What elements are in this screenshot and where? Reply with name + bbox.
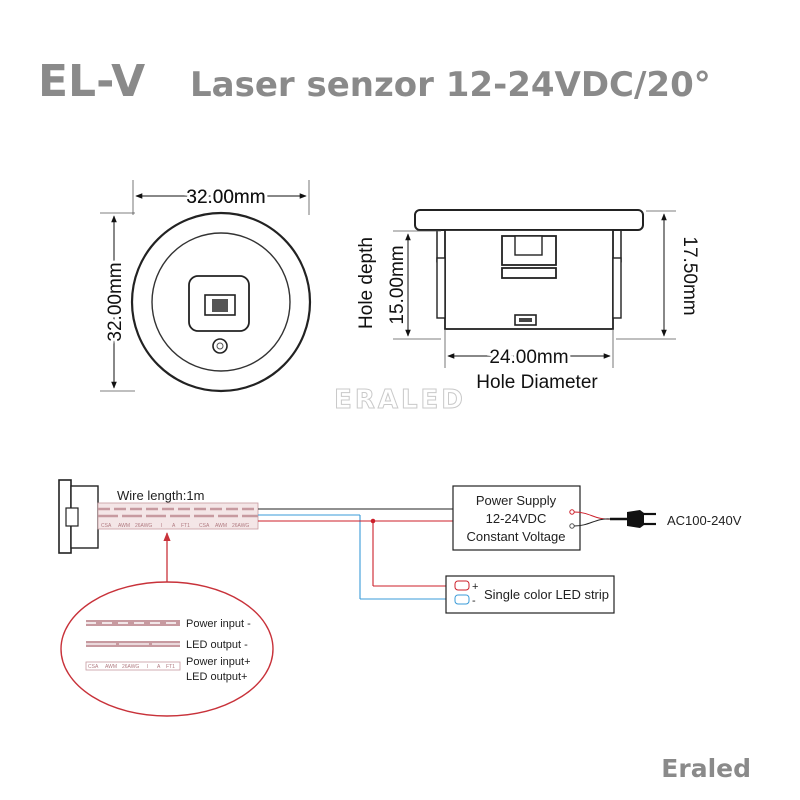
legend-cable-print: AWM bbox=[105, 664, 117, 670]
front-height-label: 32.00mm bbox=[105, 262, 126, 341]
power-supply-line-3: Constant Voltage bbox=[466, 529, 565, 544]
hole-depth-label: Hole depth bbox=[356, 237, 377, 329]
total-height-label: 17.50mm bbox=[679, 236, 700, 315]
legend-cable-print: CSA bbox=[88, 664, 99, 670]
hole-diameter-value-bg: 24.00mm bbox=[489, 347, 568, 368]
legend-power-plus: Power input+ bbox=[186, 656, 251, 668]
cable-print-text: AWM bbox=[215, 523, 227, 529]
model-title: EL-V bbox=[38, 56, 145, 107]
front-view bbox=[100, 180, 312, 393]
cable-print-text: 26AWG bbox=[135, 523, 152, 529]
legend-led-minus: LED output - bbox=[186, 639, 248, 651]
cable-print-text: I bbox=[161, 523, 162, 529]
power-supply-line-1: Power Supply bbox=[476, 493, 557, 508]
mains-voltage-label: AC100-240V bbox=[667, 513, 742, 528]
front-width-label: 32.00mm bbox=[186, 187, 265, 208]
side-view bbox=[393, 209, 676, 368]
legend-led-plus: LED output+ bbox=[186, 671, 247, 683]
legend-cable-print: FT1 bbox=[166, 664, 175, 670]
hole-diameter-label: Hole Diameter bbox=[476, 372, 598, 393]
legend-cable-print: A bbox=[157, 664, 161, 670]
product-description: Laser senzor 12-24VDC/20° bbox=[190, 65, 711, 105]
legend-cable-print: 26AWG bbox=[122, 664, 139, 670]
wiring-diagram bbox=[58, 479, 656, 614]
hole-diameter-value: 24.00mm bbox=[489, 347, 568, 368]
led-strip-label: Single color LED strip bbox=[484, 587, 609, 602]
power-supply-line-2: 12-24VDC bbox=[486, 511, 547, 526]
led-strip-plus: + bbox=[472, 581, 478, 593]
cable-print-text: 26AWG bbox=[232, 523, 249, 529]
cable-print-text: CSA bbox=[199, 523, 210, 529]
front-width-label-fg: 32.00mm bbox=[186, 187, 265, 208]
hole-depth-value-bg: 15.00mm bbox=[387, 245, 408, 324]
cable-print-text: AWM bbox=[118, 523, 130, 529]
brand-footer: Eraled bbox=[661, 754, 751, 783]
led-strip-minus: - bbox=[472, 595, 476, 607]
legend-cable-print: I bbox=[147, 664, 148, 670]
hole-depth-value: 15.00mm bbox=[387, 245, 408, 324]
front-height-label-bg: 32.00mm bbox=[105, 262, 126, 341]
cable-legend-callout bbox=[60, 532, 274, 717]
legend-power-minus: Power input - bbox=[186, 618, 251, 630]
wire-length-label: Wire length:1m bbox=[117, 488, 204, 503]
cable-print-text: CSA bbox=[101, 523, 112, 529]
total-height-bg: 17.50mm bbox=[679, 236, 700, 315]
watermark: ERALED bbox=[334, 385, 466, 415]
cable-print: CSA AWM 26AWG I A FT1 CSA AWM 26AWG bbox=[101, 523, 249, 529]
cable-print-text: A bbox=[172, 523, 176, 529]
cable-print-text: FT1 bbox=[181, 523, 190, 529]
